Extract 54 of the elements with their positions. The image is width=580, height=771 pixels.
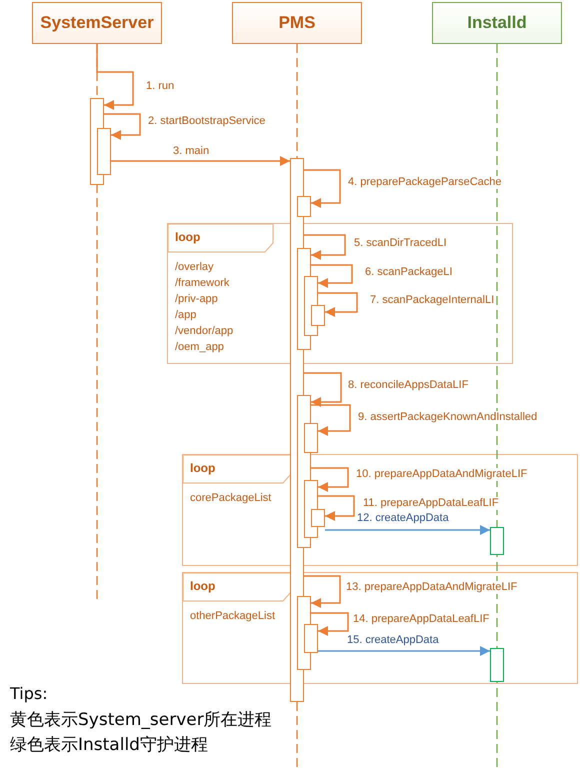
activation-bar [297,196,311,217]
edge-label: 15. createAppData [346,634,440,647]
loop-condition: /framework [175,276,230,290]
edge-label: 13. prepareAppDataAndMigrateLIF [345,581,518,594]
activation-bar [304,423,318,453]
loop-frame [182,572,578,684]
edge-label: 4. preparePackageParseCache [347,176,502,189]
edge-label: 6. scanPackageLI [364,266,454,279]
message-arrow [311,404,351,436]
message-arrow [304,169,341,208]
participant-box: Installd [432,2,562,44]
loop-keyword: loop [175,230,200,244]
message-arrow [304,372,342,407]
message-arrow [318,495,355,521]
message-arrow [304,234,346,260]
message-arrow [111,156,290,166]
loop-condition: /vendor/app [175,324,234,338]
activation-bar [490,527,504,555]
loop-keyword: loop [190,461,216,475]
edge-label: 10. prepareAppDataAndMigrateLIF [355,468,528,481]
loop-condition: otherPackageList [190,609,275,623]
loop-condition: /overlay [175,260,214,274]
message-arrow [96,44,134,110]
edge-label: 7. scanPackageInternalLI [369,294,496,307]
message-arrow [311,467,349,492]
edge-label: 11. prepareAppDataLeafLIF [362,497,500,510]
activation-bar [490,648,504,682]
activation-bar [311,305,325,326]
loop-frame [182,454,578,566]
message-arrow [304,575,341,608]
participant-box: PMS [232,2,362,44]
message-arrow [318,646,490,656]
edge-label: 2. startBootstrapService [147,115,266,128]
note-text: 绿色表示Installd守护进程 [10,734,208,756]
edge-label: 12. createAppData [356,512,450,525]
edge-label: 8. reconcileAppsDataLIF [347,379,470,392]
activation-bar [311,509,325,527]
message-arrow [311,264,353,288]
loop-keyword: loop [190,579,216,593]
note-text: 黄色表示System_server所在进程 [10,709,272,731]
loop-condition: /oem_app [175,340,224,354]
message-arrow [311,612,349,636]
loop-condition: /priv-app [175,292,218,306]
message-arrow [318,292,358,317]
edge-label: 14. prepareAppDataLeafLIF [352,613,490,626]
edge-label: 9. assertPackageKnownAndInstalled [357,411,538,424]
loop-condition: /app [175,308,196,322]
message-arrow [104,113,141,140]
activation-bar [97,128,111,175]
message-arrow [325,525,490,535]
participant-box: SystemServer [32,2,162,44]
note-text: Tips: [10,684,48,703]
loop-condition: corePackageList [190,491,272,505]
activation-bar [304,624,318,653]
